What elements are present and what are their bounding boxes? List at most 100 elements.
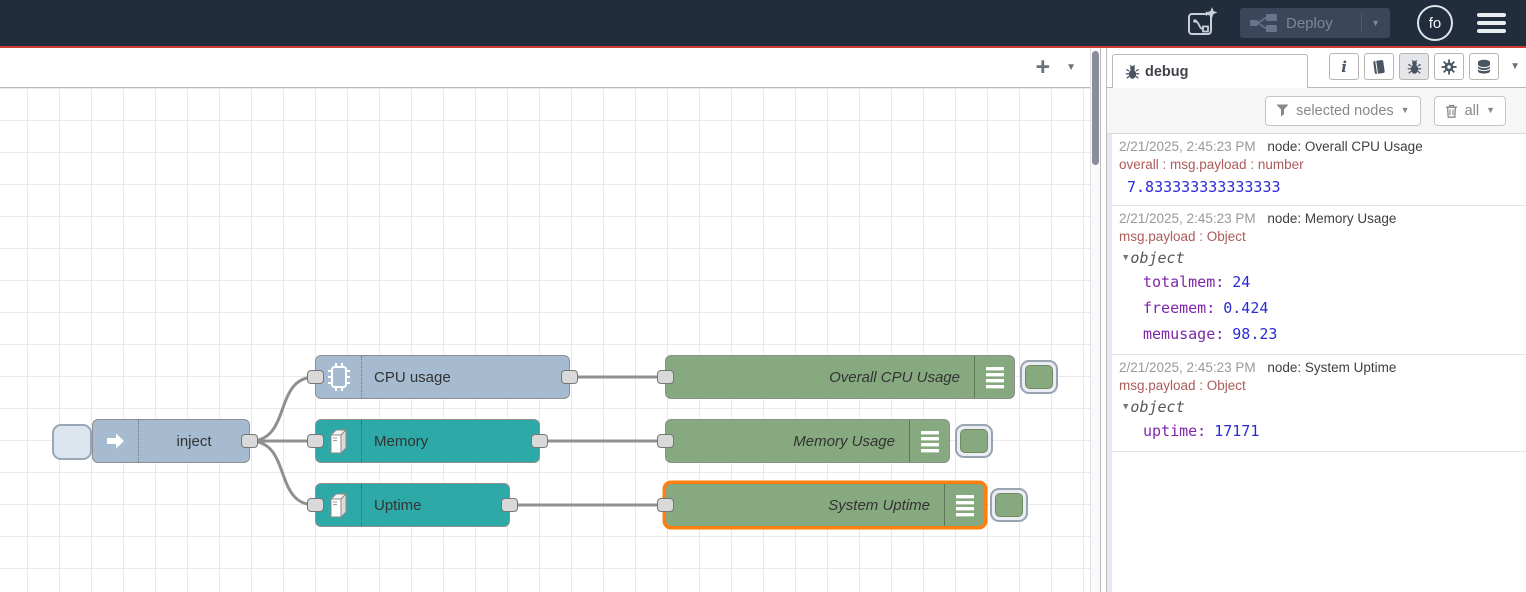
object-property: uptime: 17171 (1119, 418, 1522, 444)
uptime-output-port[interactable] (501, 498, 518, 512)
object-label: object (1130, 249, 1185, 267)
node-memory[interactable]: Memory (307, 419, 548, 463)
node-debug-overall-cpu[interactable]: Overall CPU Usage (657, 355, 1015, 399)
node-label: Uptime (374, 496, 422, 514)
header-bar: Deploy ▼ fo (0, 0, 1526, 46)
property-value: 98.23 (1232, 325, 1278, 343)
context-data-tab-button[interactable] (1469, 53, 1500, 80)
debug-enable-toggle[interactable] (1020, 360, 1058, 394)
collapse-triangle-icon[interactable]: ▼ (1123, 402, 1129, 412)
flow-list-chevron-icon[interactable]: ▼ (1066, 62, 1076, 73)
debug-message: 2/21/2025, 2:45:23 PM node: Overall CPU … (1112, 134, 1526, 206)
memory-input-port[interactable] (307, 434, 324, 448)
message-meta: overall : msg.payload : number (1119, 157, 1304, 172)
object-label: object (1130, 398, 1185, 416)
object-property: totalmem: 24 (1119, 269, 1522, 295)
debug-filter-button[interactable]: selected nodes ▼ (1265, 95, 1421, 126)
debug-input-port[interactable] (657, 498, 674, 512)
tab-debug-label: debug (1145, 63, 1189, 80)
clear-chevron-icon: ▼ (1486, 105, 1495, 115)
property-key: totalmem: (1143, 273, 1225, 291)
property-value: 24 (1232, 273, 1251, 291)
message-meta: msg.payload : Object (1119, 229, 1246, 244)
debug-message: 2/21/2025, 2:45:23 PM node: System Uptim… (1112, 355, 1526, 452)
node-label: inject (176, 432, 212, 450)
debug-input-port[interactable] (657, 370, 674, 384)
funnel-icon (1276, 104, 1289, 117)
node-label: System Uptime (828, 496, 930, 514)
inject-trigger-button[interactable] (52, 424, 92, 460)
filter-chevron-icon: ▼ (1400, 105, 1410, 115)
property-value: 0.424 (1223, 299, 1269, 317)
deploy-icon (1250, 14, 1277, 32)
info-icon: i (1341, 57, 1347, 76)
server-tower-icon (316, 484, 362, 526)
debug-enable-toggle[interactable] (990, 488, 1028, 522)
debug-toolbar: selected nodes ▼ all ▼ (1107, 88, 1526, 134)
debug-clear-button[interactable]: all ▼ (1433, 95, 1506, 126)
node-debug-memory-usage[interactable]: Memory Usage (657, 419, 950, 463)
flow-canvas[interactable]: inject (0, 88, 1090, 592)
debug-input-port[interactable] (657, 434, 674, 448)
assistant-icon[interactable] (1184, 5, 1220, 41)
user-avatar[interactable]: fo (1417, 5, 1453, 41)
message-timestamp: 2/21/2025, 2:45:23 PM (1119, 360, 1256, 375)
property-key: uptime: (1143, 422, 1207, 440)
node-inject[interactable]: inject (92, 419, 258, 463)
cpu-output-port[interactable] (561, 370, 578, 384)
debug-console-icon (909, 420, 949, 462)
wire-inject-cpu[interactable] (249, 375, 316, 443)
message-node-name: node: System Uptime (1267, 360, 1397, 375)
debug-enable-toggle[interactable] (955, 424, 993, 458)
header-accent-line (0, 46, 1526, 48)
debug-clear-label: all (1464, 102, 1480, 119)
wire-inject-uptime[interactable] (249, 439, 316, 507)
object-expander[interactable]: ▼ object (1119, 393, 1522, 418)
property-value: 17171 (1214, 422, 1260, 440)
scrollbar-thumb[interactable] (1092, 51, 1099, 165)
info-tab-button[interactable]: i (1329, 53, 1360, 80)
sidebar-menu-chevron-icon[interactable]: ▼ (1510, 61, 1520, 72)
cpu-input-port[interactable] (307, 370, 324, 384)
deploy-label: Deploy (1286, 14, 1333, 32)
node-debug-system-uptime[interactable]: System Uptime (657, 483, 985, 527)
debug-message: 2/21/2025, 2:45:23 PM node: Memory Usage… (1112, 206, 1526, 355)
object-property: freemem: 0.424 (1119, 295, 1522, 321)
inject-output-port[interactable] (241, 434, 258, 448)
object-property: memusage: 98.23 (1119, 321, 1522, 347)
message-value[interactable]: 7.833333333333333 (1127, 178, 1281, 196)
canvas-vertical-scrollbar[interactable] (1090, 48, 1100, 592)
config-nodes-tab-button[interactable] (1434, 53, 1465, 80)
workspace: + ▼ (0, 48, 1090, 592)
message-node-name: node: Overall CPU Usage (1267, 139, 1423, 154)
node-uptime[interactable]: Uptime (307, 483, 518, 527)
main-menu-icon[interactable] (1477, 13, 1506, 33)
add-flow-button[interactable]: + (1035, 53, 1051, 81)
message-timestamp: 2/21/2025, 2:45:23 PM (1119, 211, 1256, 226)
message-timestamp: 2/21/2025, 2:45:23 PM (1119, 139, 1256, 154)
uptime-input-port[interactable] (307, 498, 324, 512)
avatar-initials: fo (1428, 14, 1442, 32)
node-cpu-usage[interactable]: CPU usage (307, 355, 578, 399)
trash-icon (1445, 104, 1458, 118)
node-label: Overall CPU Usage (829, 368, 960, 386)
debug-tab-button[interactable] (1399, 53, 1430, 80)
deploy-divider (1361, 14, 1363, 32)
help-tab-button[interactable] (1364, 53, 1395, 80)
deploy-chevron-icon[interactable]: ▼ (1371, 17, 1380, 28)
deploy-button[interactable]: Deploy ▼ (1240, 8, 1390, 38)
debug-message-list[interactable]: 2/21/2025, 2:45:23 PM node: Overall CPU … (1107, 134, 1526, 592)
inject-arrow-icon (93, 420, 139, 462)
property-key: memusage: (1143, 325, 1225, 343)
memory-output-port[interactable] (531, 434, 548, 448)
tab-debug[interactable]: debug (1112, 54, 1308, 88)
node-label: Memory (374, 432, 429, 450)
property-key: freemem: (1143, 299, 1216, 317)
debug-console-icon (944, 484, 984, 526)
object-expander[interactable]: ▼ object (1119, 244, 1522, 269)
debug-filter-label: selected nodes (1296, 102, 1394, 119)
collapse-triangle-icon[interactable]: ▼ (1123, 253, 1129, 263)
sidebar-splitter[interactable] (1100, 48, 1107, 592)
server-tower-icon (316, 420, 362, 462)
bug-icon (1125, 64, 1140, 80)
